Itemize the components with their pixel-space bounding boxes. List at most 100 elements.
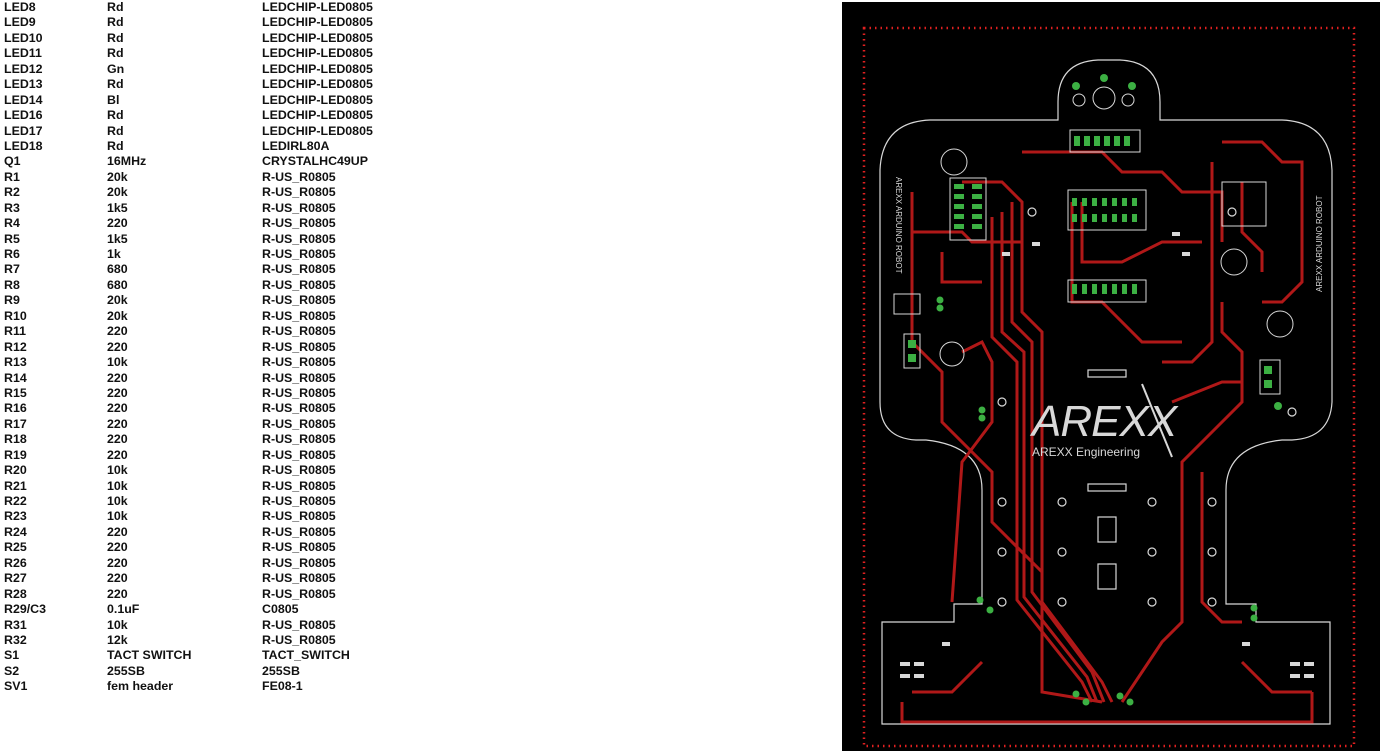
bom-part: R8 [4, 277, 20, 292]
bom-part: R11 [4, 324, 27, 339]
bom-part: R29/C3 [4, 602, 47, 617]
bom-part: R23 [4, 509, 27, 524]
bom-package: R-US_R0805 [262, 262, 336, 277]
bom-package: R-US_R0805 [262, 617, 336, 632]
bom-part: R3 [4, 200, 20, 215]
bom-value: Rd [107, 138, 124, 153]
bom-part: R20 [4, 463, 27, 478]
bom-value: 0.1uF [107, 602, 140, 617]
bom-value: Gn [107, 61, 125, 76]
bom-package: LEDCHIP-LED0805 [262, 0, 373, 14]
bom-value: 220 [107, 555, 128, 570]
bom-package: R-US_R0805 [262, 370, 336, 385]
bom-package: R-US_R0805 [262, 355, 336, 370]
bom-value: 10k [107, 494, 128, 508]
bom-value: 220 [107, 339, 128, 354]
bom-package: R-US_R0805 [262, 494, 336, 508]
bom-value: Rd [107, 46, 124, 61]
bom-package: R-US_R0805 [262, 200, 336, 215]
smd-parts [900, 232, 1314, 678]
bom-package: R-US_R0805 [262, 169, 336, 184]
board-outline [879, 59, 1333, 725]
bom-part: R32 [4, 632, 27, 647]
bom-package: R-US_R0805 [262, 293, 336, 308]
bom-row: R28 220 R-US_R0805 [4, 587, 424, 602]
bom-package: R-US_R0805 [262, 586, 336, 601]
bom-value: 220 [107, 324, 128, 339]
bom-package: LEDCHIP-LED0805 [262, 61, 373, 76]
bom-value: Bl [107, 92, 120, 107]
component-footprints [893, 86, 1294, 395]
bom-value: 20k [107, 169, 128, 184]
bom-part: R28 [4, 586, 27, 601]
bom-package: R-US_R0805 [262, 216, 336, 231]
brand-subtitle: AREXX Engineering [1032, 445, 1140, 459]
bom-package: R-US_R0805 [262, 416, 336, 431]
bom-package: R-US_R0805 [262, 478, 336, 493]
pcb-drawing: AREXX ARDUINO ROBOT AREXX ARDUINO ROBOT … [862, 26, 1356, 748]
bom-value: 12k [107, 632, 128, 647]
bom-part: R14 [4, 370, 27, 385]
bom-part: R2 [4, 185, 20, 200]
bom-row: R2 20k R-US_R0805 [4, 185, 424, 200]
bom-part: R24 [4, 524, 27, 539]
bom-part: R4 [4, 216, 20, 231]
bom-value: 220 [107, 571, 128, 586]
bom-package: R-US_R0805 [262, 277, 336, 292]
bom-value: 220 [107, 416, 128, 431]
bom-value: TACT SWITCH [107, 648, 192, 663]
bom-package: R-US_R0805 [262, 632, 336, 647]
bom-part: LED12 [4, 61, 43, 76]
bom-package: R-US_R0805 [262, 185, 336, 200]
bom-package: R-US_R0805 [262, 509, 336, 524]
bom-value: 220 [107, 540, 128, 555]
bom-part: R5 [4, 231, 20, 246]
bom-value: 220 [107, 401, 128, 416]
bom-package: TACT_SWITCH [262, 648, 350, 663]
bom-package: R-US_R0805 [262, 339, 336, 354]
bom-value: 220 [107, 385, 128, 400]
bom-package: R-US_R0805 [262, 540, 336, 555]
bom-value: Rd [107, 123, 124, 138]
bom-row: R22 10k R-US_R0805 [4, 494, 424, 509]
bom-value: 10k [107, 617, 128, 632]
bom-part: LED14 [4, 92, 43, 107]
bom-part: R27 [4, 571, 27, 586]
bom-part: S2 [4, 663, 20, 678]
mounting-holes [997, 207, 1297, 607]
bom-package: LEDCHIP-LED0805 [262, 15, 373, 30]
bom-part: R6 [4, 247, 20, 261]
bom-part: R10 [4, 308, 27, 323]
bom-value: Rd [107, 77, 124, 92]
bom-part: R22 [4, 494, 27, 508]
bom-package: R-US_R0805 [262, 385, 336, 400]
bom-value: 10k [107, 509, 128, 524]
bom-value: 20k [107, 185, 128, 200]
bom-value: 220 [107, 447, 128, 462]
bom-package: R-US_R0805 [262, 231, 336, 246]
bom-value: 220 [107, 586, 128, 601]
bom-part: R17 [4, 416, 27, 431]
bom-part: R7 [4, 262, 20, 277]
